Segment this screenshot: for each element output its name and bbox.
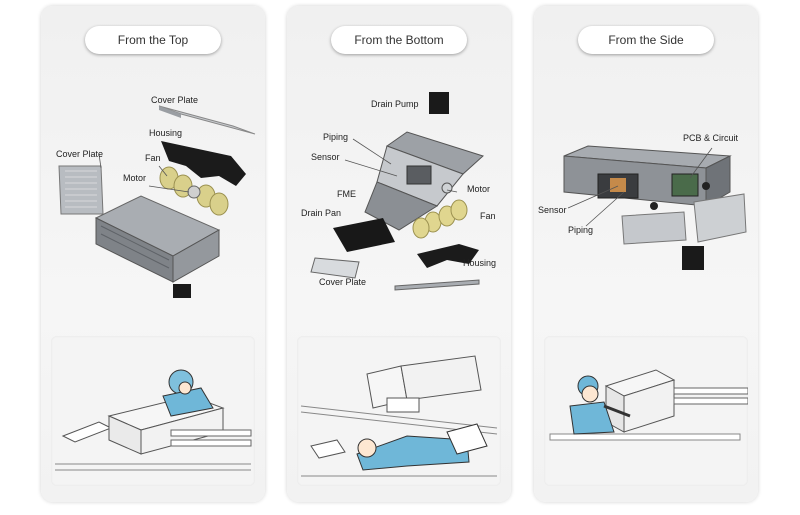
title-pill-from-the-bottom[interactable]: From the Bottom	[331, 26, 467, 54]
label-piping: Piping	[323, 132, 349, 142]
label-sensor: Sensor	[311, 152, 340, 162]
label-motor: Motor	[467, 184, 491, 194]
cover-plate-part	[310, 257, 360, 279]
exploded-view-bottom	[310, 92, 484, 291]
title-pill-from-the-top[interactable]: From the Top	[85, 26, 221, 54]
technician-icon	[55, 369, 252, 471]
housing-part	[417, 244, 479, 268]
label-pcb-circuit: PCB & Circuit	[683, 133, 739, 143]
cover-plate-left-part	[58, 165, 104, 215]
technician-illustration-side	[544, 336, 749, 486]
label-piping: Piping	[568, 225, 594, 235]
panel-from-the-top: From the Top	[41, 6, 265, 502]
drain-pump-part	[429, 92, 449, 114]
label-motor: Motor	[123, 173, 147, 183]
fan-part	[412, 199, 468, 239]
exploded-view-top	[58, 105, 256, 298]
label-sensor: Sensor	[538, 205, 567, 215]
housing-part	[161, 141, 246, 186]
panel-from-the-bottom: From the Bottom Drain Pump Piping Sensor	[287, 6, 511, 502]
label-housing: Housing	[463, 258, 497, 268]
label-fme: FME	[337, 189, 356, 199]
technician-illustration-bottom	[297, 336, 501, 486]
label-fan: Fan	[480, 211, 496, 221]
label-drain-pan: Drain Pan	[301, 208, 342, 218]
technician-icon	[300, 355, 498, 477]
exploded-view-side	[563, 145, 747, 270]
pcb-circuit-part	[671, 173, 699, 197]
drain-pump-part	[173, 284, 191, 298]
panel-from-the-side: From the Side PCB & Circuit Sensor Pipin…	[534, 6, 758, 502]
label-housing: Housing	[149, 128, 183, 138]
label-fan: Fan	[145, 153, 161, 163]
title-pill-from-the-side[interactable]: From the Side	[578, 26, 714, 54]
label-cover-plate: Cover Plate	[319, 277, 367, 287]
label-cover-plate-top: Cover Plate	[151, 95, 199, 105]
label-drain-pump: Drain Pump	[371, 99, 419, 109]
drain-pump-part	[682, 246, 704, 270]
technician-illustration-top	[51, 336, 255, 486]
drain-pan-part	[333, 218, 395, 252]
label-cover-plate-left: Cover Plate	[56, 149, 104, 159]
motor-part	[187, 185, 201, 199]
technician-icon	[549, 369, 749, 441]
